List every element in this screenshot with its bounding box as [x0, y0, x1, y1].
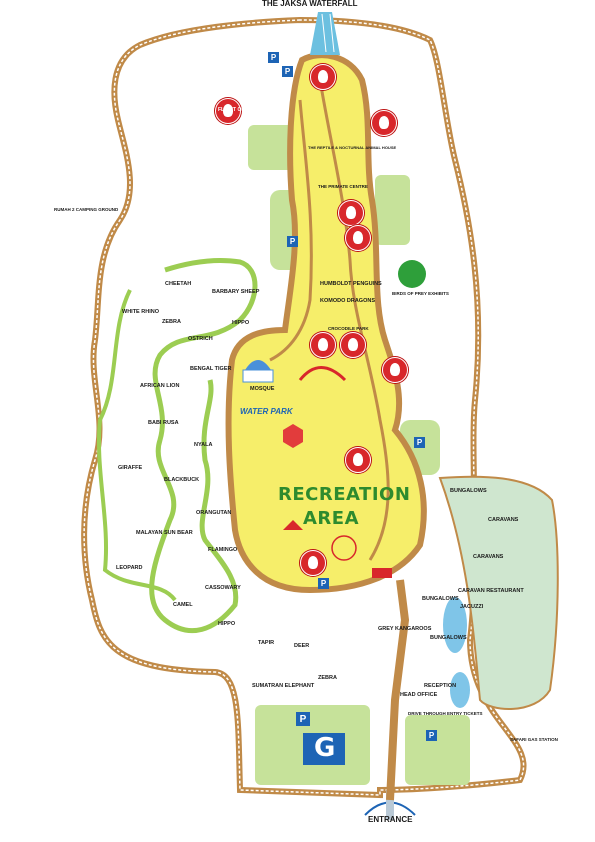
label-zebra-1: ZEBRA: [162, 319, 181, 325]
label-orangutan: ORANGUTAN: [196, 510, 232, 516]
birds-of-prey-icon: [398, 260, 426, 288]
grass-entry: [405, 715, 470, 785]
label-african-lion: AFRICAN LION: [140, 383, 180, 389]
attraction-circle-tiger: [382, 357, 408, 383]
parking-g-label: G: [314, 733, 336, 763]
map-title: THE JAKSA WATERFALL: [262, 0, 358, 8]
entrance-arch-icon: [364, 790, 416, 820]
label-camping-ground: RUMAH 2 CAMPING GROUND: [54, 207, 119, 212]
label-giraffe: GIRAFFE: [118, 465, 143, 471]
label-bungalows-1: BUNGALOWS: [450, 488, 487, 494]
label-birds-of-prey: BIRDS OF PREY EXHIBITS: [392, 291, 449, 296]
pavilion-icon: [283, 520, 303, 530]
label-white-rhino: WHITE RHINO: [122, 309, 159, 315]
label-reptile-house: THE REPTILE & NOCTURNAL ANIMAL HOUSE: [308, 145, 397, 150]
ferris-wheel-icon: [331, 535, 357, 561]
label-babi-rusa: BABI RUSA: [148, 420, 179, 426]
inner-walkway: [318, 79, 390, 561]
waterfall-icon: [310, 12, 340, 55]
parking-sign-north-1: P: [268, 52, 279, 63]
label-safari-gas-station: SAFARI GAS STATION: [510, 737, 558, 742]
label-cassowary: CASSOWARY: [205, 585, 241, 591]
recreation-area-title-line1: RECREATION: [278, 484, 411, 505]
attraction-circle-primate: [338, 200, 364, 226]
label-bungalows-3: BUNGALOWS: [430, 635, 467, 641]
label-caravans-2: CARAVANS: [473, 554, 504, 560]
label-mosque: MOSQUE: [250, 386, 275, 392]
label-bungalows-2: BUNGALOWS: [422, 596, 459, 602]
attraction-circle-monkey: [310, 64, 336, 90]
recreation-area-fill: [225, 52, 427, 594]
label-caravan-restaurant: CARAVAN RESTAURANT: [458, 588, 524, 594]
label-drive-through-tickets: DRIVE THROUGH ENTRY TICKETS: [408, 711, 483, 716]
mosque-dome-icon: [245, 360, 271, 370]
label-malayan-sun-bear: MALAYAN SUN BEAR: [136, 530, 193, 536]
parking-sign-north-2: P: [282, 66, 293, 77]
flight-of-wings-label: Flight of Wings: [218, 107, 263, 113]
parking-sign-south: P: [426, 730, 437, 741]
label-zebra-2: ZEBRA: [318, 675, 337, 681]
label-humboldt-penguins: HUMBOLDT PENGUINS: [320, 281, 382, 287]
outer-perimeter-inner-line: [83, 19, 525, 796]
pond-south: [450, 672, 470, 708]
attraction-circle-seal: [310, 332, 336, 358]
inner-walkway-2: [269, 99, 313, 362]
label-barbary-sheep: BARBARY SHEEP: [212, 289, 260, 295]
label-sumatran-elephant: SUMATRAN ELEPHANT: [252, 683, 315, 689]
label-jacuzzi: JACUZZI: [460, 604, 484, 610]
label-camel: CAMEL: [173, 602, 193, 608]
attraction-circle-penguin: [345, 225, 371, 251]
label-hippo-2: HIPPO: [218, 621, 236, 627]
label-bengal-tiger: BENGAL TIGER: [190, 366, 232, 372]
label-cheetah: CHEETAH: [165, 281, 192, 287]
attraction-circle-flight-of-wings: [215, 98, 241, 124]
attraction-circle-lion-show: [345, 447, 371, 473]
g-parking-box: [303, 733, 345, 765]
entrance-road: [386, 579, 410, 801]
label-tapir: TAPIR: [258, 640, 275, 646]
train-icon: [372, 568, 392, 578]
safari-green-trail: [149, 257, 258, 634]
parking-sign: P: [296, 712, 310, 726]
recreation-area-title-line2: AREA: [303, 508, 360, 529]
parking-sign-west: P: [287, 236, 298, 247]
attraction-circle-elephant-show: [300, 550, 326, 576]
pond-jacuzzi: [443, 597, 467, 653]
mosque-base-icon: [242, 369, 274, 383]
attraction-hexagon-icon: [283, 424, 303, 448]
label-blackbuck: BLACKBUCK: [164, 477, 200, 483]
label-primate-centre: THE PRIMATE CENTRE: [318, 184, 368, 189]
label-flamingo: FLAMINGO: [208, 547, 238, 553]
label-entrance: ENTRANCE: [368, 815, 413, 824]
label-crocodile-park: CROCODILE PARK: [328, 326, 369, 331]
parking-sign-lower: P: [318, 578, 329, 589]
label-ostrich: OSTRICH: [188, 336, 213, 342]
label-deer: DEER: [294, 643, 310, 649]
label-nyala: NYALA: [194, 442, 213, 448]
label-komodo-dragons: KOMODO DRAGONS: [320, 298, 375, 304]
water-park-label: Water Park: [240, 407, 293, 416]
safari-green-trail-2: [96, 289, 177, 602]
label-reception: RECEPTION: [424, 683, 457, 689]
label-hippo-1: HIPPO: [232, 320, 250, 326]
parking-sign-east: P: [414, 437, 425, 448]
attraction-circle-show: [340, 332, 366, 358]
label-head-office: HEAD OFFICE: [400, 692, 438, 698]
attraction-circle-dolphin: [371, 110, 397, 136]
slide-icon: [298, 366, 347, 382]
label-caravans-1: CARAVANS: [488, 517, 519, 523]
label-leopard: LEOPARD: [116, 565, 143, 571]
grass-birds: [375, 175, 410, 245]
caravan-zone: [438, 475, 559, 710]
label-grey-kangaroos: GREY KANGAROOS: [378, 626, 432, 632]
